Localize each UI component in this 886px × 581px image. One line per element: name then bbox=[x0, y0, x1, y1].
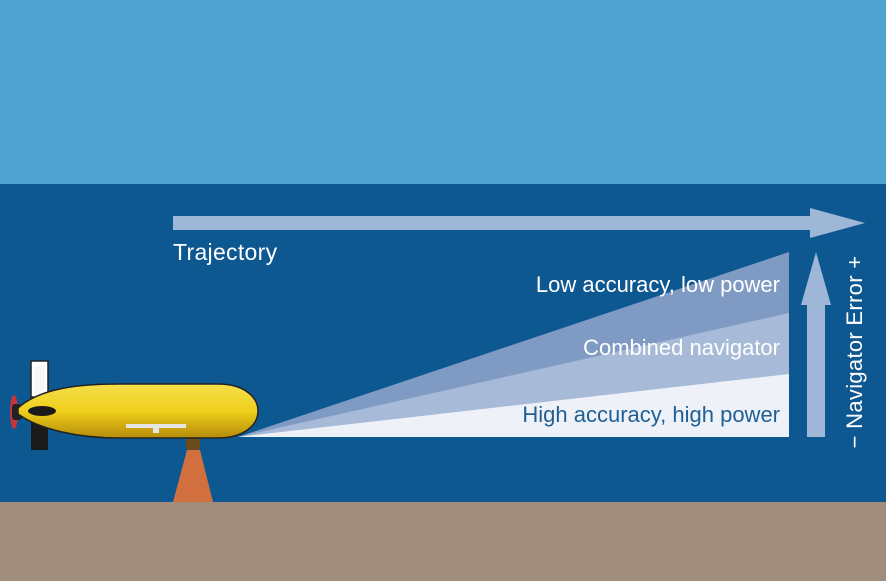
trajectory-label: Trajectory bbox=[173, 239, 278, 265]
low-accuracy-label: Low accuracy, low power bbox=[535, 272, 780, 297]
navigator-error-label: − Navigator Error + bbox=[842, 255, 867, 449]
trajectory-arrow bbox=[173, 208, 865, 238]
high-accuracy-label: High accuracy, high power bbox=[522, 402, 780, 427]
auv-icon bbox=[10, 360, 259, 450]
sky bbox=[0, 0, 886, 184]
combined-navigator-label: Combined navigator bbox=[583, 335, 780, 360]
wedge-high-accuracy bbox=[238, 374, 789, 437]
sonar-beam-icon bbox=[173, 438, 213, 502]
error-axis-arrow bbox=[801, 252, 831, 437]
seabed bbox=[0, 502, 886, 581]
